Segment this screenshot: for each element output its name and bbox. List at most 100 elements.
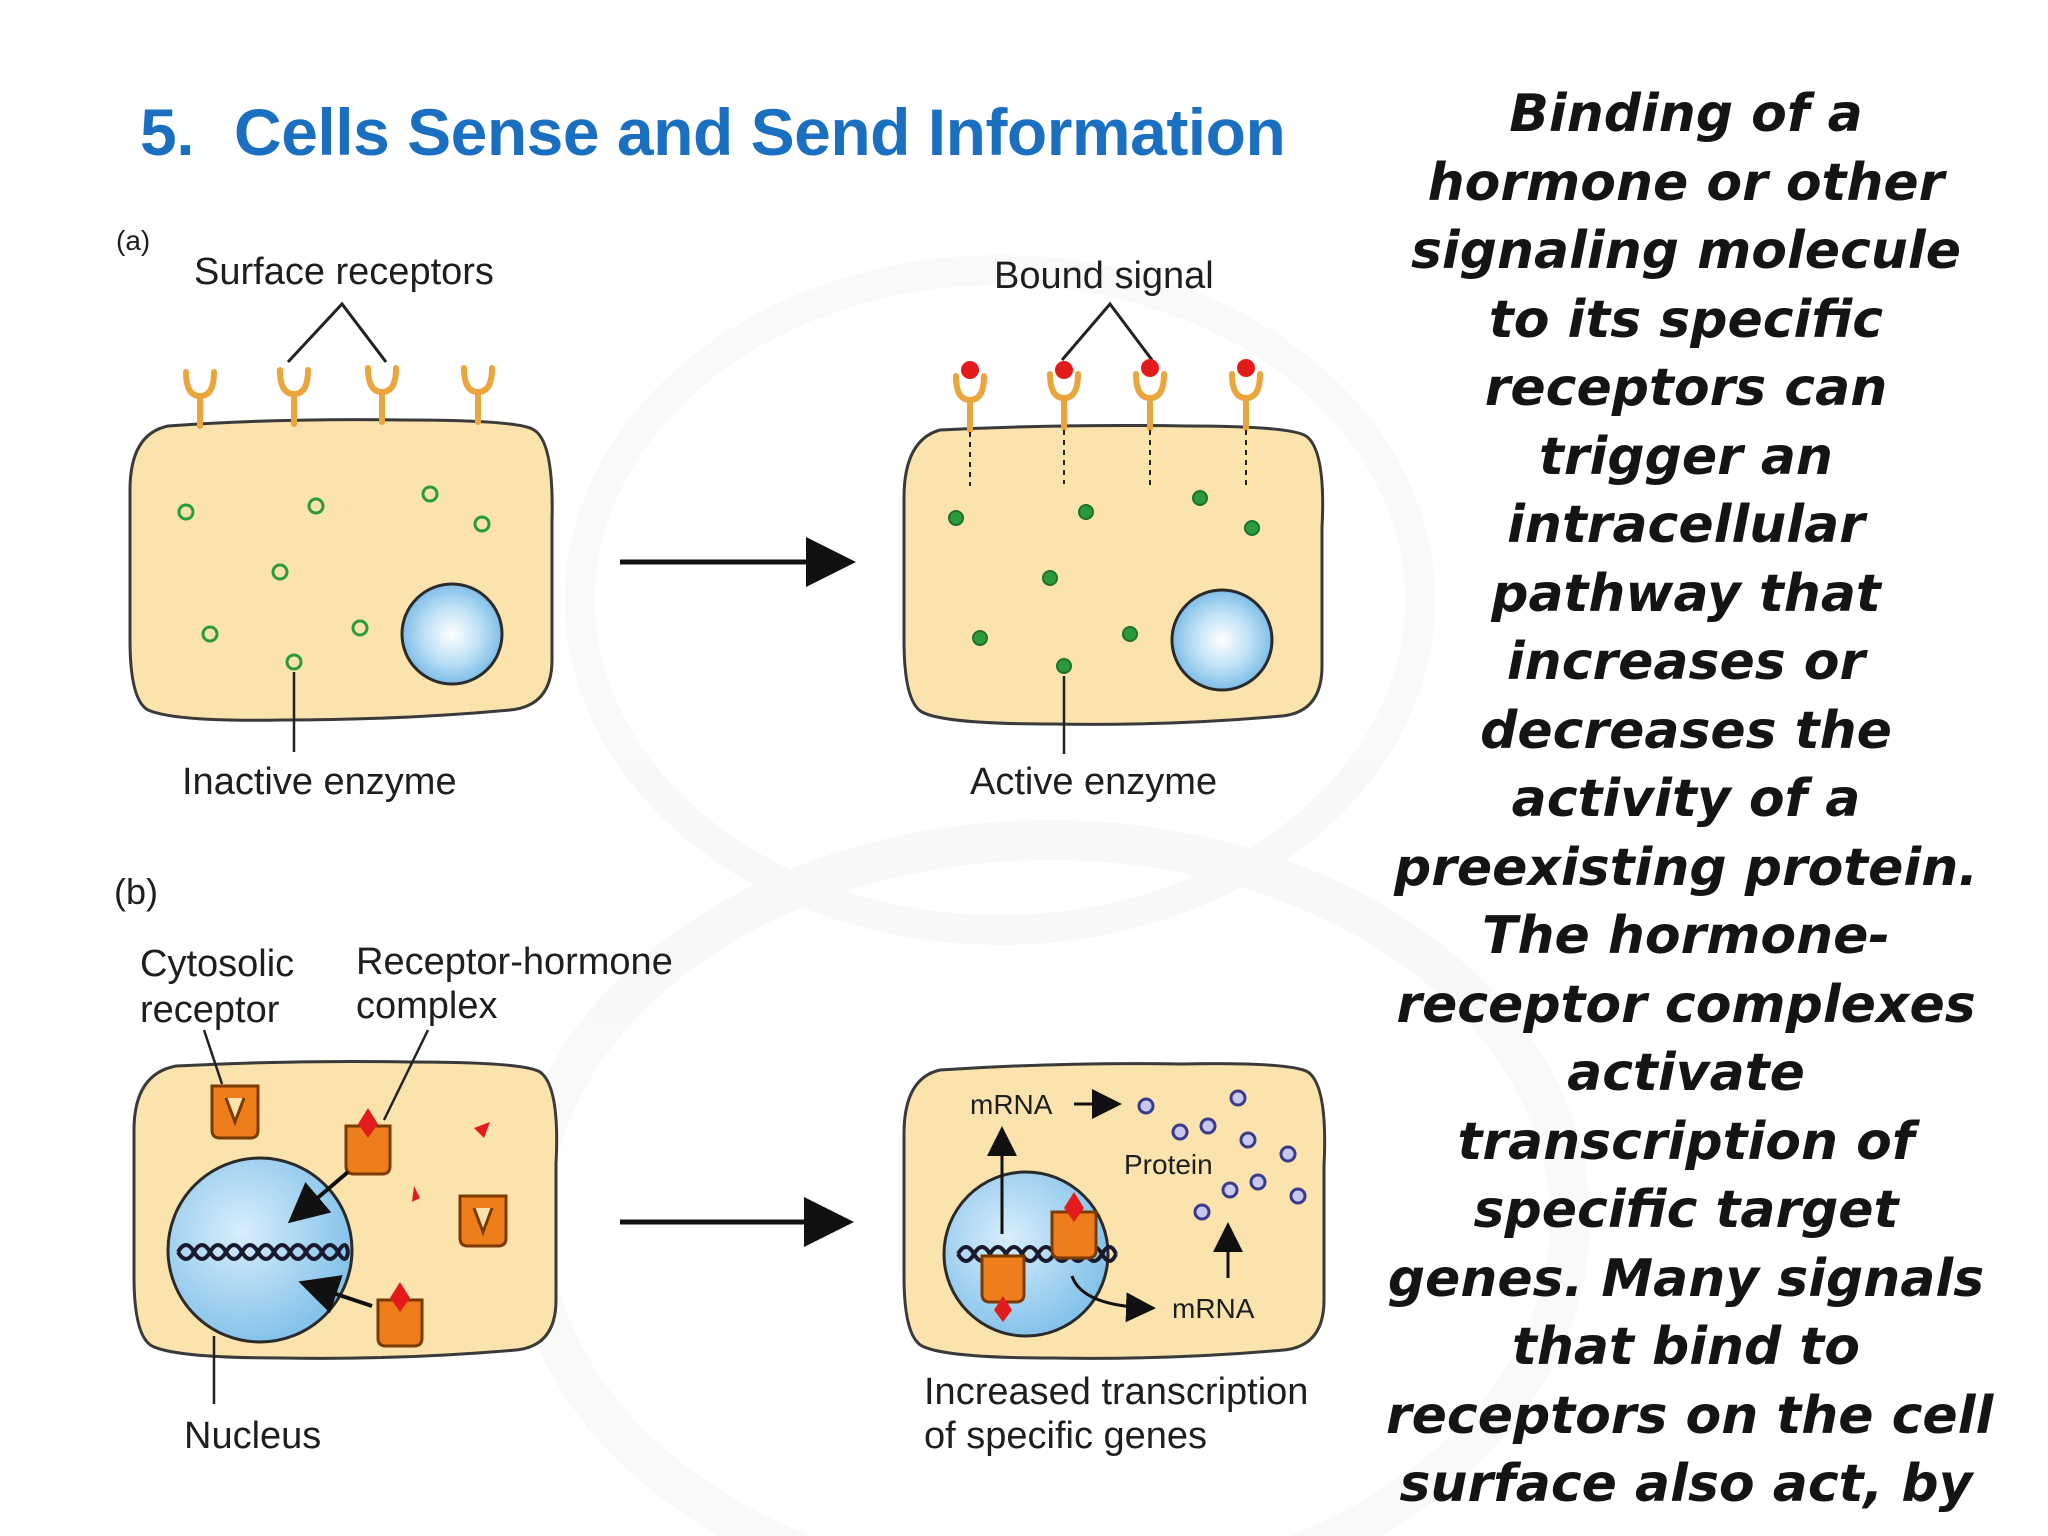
side-text-line: genes. Many signals [1387, 1248, 1985, 1309]
cytosolic-receptor-label: Cytosolic receptor [140, 943, 305, 1031]
protein [1239, 1131, 1257, 1149]
side-text-line: that bind to [1512, 1317, 1860, 1377]
signal-molecule [961, 361, 979, 379]
protein [1137, 1097, 1155, 1115]
cell-inactive [128, 418, 554, 722]
receptor-hormone-complex-label: Receptor-hormone complex [356, 941, 683, 1027]
active-enzyme [1122, 626, 1138, 642]
protein [1279, 1145, 1297, 1163]
receptor-hormone-line1: Receptor-hormone [356, 941, 673, 983]
cell-active [902, 424, 1325, 726]
hormone [1064, 1192, 1084, 1222]
protein-group [1137, 1089, 1307, 1221]
surface-receptor [461, 365, 495, 425]
protein [1249, 1173, 1267, 1191]
dna-helix [176, 1243, 350, 1261]
side-text-line: decreases the [1480, 700, 1892, 761]
bound-complex-on-dna [1050, 1192, 1098, 1260]
side-text-line: pathway that [1491, 563, 1881, 624]
panel-a-letter: (a) [116, 225, 150, 256]
inactive-enzyme [351, 619, 369, 637]
side-text-line: activity of a [1511, 769, 1861, 829]
active-enzyme [1078, 504, 1094, 520]
side-text-line: Binding of a [1509, 84, 1863, 144]
signal-molecule [1237, 359, 1255, 377]
signal-molecule [1141, 359, 1159, 377]
active-enzyme-group [948, 490, 1260, 674]
hormone [474, 1122, 490, 1138]
side-text-line: receptors can [1484, 358, 1888, 418]
side-text-line: signaling molecule [1410, 221, 1962, 281]
increased-transcription-label: Increased transcription of specific gene… [924, 1371, 1319, 1457]
bound-signal-connector [1060, 301, 1154, 361]
hormone [412, 1186, 420, 1202]
bound-complex-on-dna [980, 1254, 1026, 1322]
transcription-arrow [1070, 1275, 1156, 1323]
side-text-line: preexisting protein. [1393, 837, 1979, 898]
inactive-enzyme [285, 653, 303, 671]
inactive-enzyme-group [177, 485, 491, 671]
panel-b-letter: (b) [114, 871, 158, 912]
surface-receptor [365, 365, 399, 425]
active-enzyme [1042, 570, 1058, 586]
hormone [390, 1282, 410, 1312]
inactive-enzyme [201, 625, 219, 643]
side-text-line: specific target [1473, 1180, 1899, 1240]
nucleus-inactive-cell [400, 582, 504, 686]
bound-receptor [1047, 361, 1081, 484]
active-enzyme [1056, 658, 1072, 674]
inactive-enzyme [271, 563, 289, 581]
complex-enter-arrow-2 [298, 1275, 373, 1314]
inactive-enzyme [473, 515, 491, 533]
inactive-enzyme [307, 497, 325, 515]
bound-receptor [1229, 359, 1263, 488]
cytosolic-receptor-line1: Cytosolic [140, 943, 294, 985]
slide-title: 5. Cells Sense and Send Information [140, 94, 1380, 170]
cytosolic-receptor-shape [210, 1084, 260, 1140]
dna-helix-active-strand [956, 1245, 1118, 1263]
side-text-line: transcription of [1457, 1111, 1915, 1172]
inactive-enzyme-label: Inactive enzyme [182, 761, 457, 803]
active-enzyme [1244, 520, 1260, 536]
cytosolic-receptor-pointer [202, 1029, 224, 1085]
nucleus-label: Nucleus [184, 1415, 321, 1457]
slide-number: 5. [140, 95, 195, 169]
slide-title-text: Cells Sense and Send Information [234, 95, 1286, 169]
inactive-enzyme [421, 485, 439, 503]
cytosolic-receptor-shape [458, 1194, 508, 1248]
receptor-hormone-complex [344, 1108, 392, 1176]
active-enzyme-label: Active enzyme [970, 761, 1217, 803]
hormone [358, 1108, 378, 1138]
surface-receptors-connector [286, 301, 388, 364]
complex-pointer [382, 1029, 430, 1121]
active-enzyme [1192, 490, 1208, 506]
side-text-line: surface also act, by [1399, 1454, 1973, 1514]
side-text-line: The hormone- [1481, 906, 1891, 966]
nucleus-active-cell [1170, 588, 1274, 692]
surface-receptor [183, 369, 217, 429]
protein [1221, 1181, 1239, 1199]
side-text-line: increases or [1506, 632, 1866, 692]
increased-transcription-line2: of specific genes [924, 1415, 1207, 1457]
side-description: Binding of a hormone or other signaling mo… [1386, 80, 1993, 1519]
side-text-line: receptor complexes [1396, 974, 1976, 1035]
mrna-top-label: mRNA [970, 1089, 1053, 1120]
side-text-line: to its specific [1488, 289, 1884, 350]
active-enzyme [972, 630, 988, 646]
protein-label: Protein [1124, 1149, 1213, 1180]
side-text-line: hormone or other [1427, 152, 1945, 213]
inactive-enzyme [177, 503, 195, 521]
bound-receptor-group [953, 359, 1263, 490]
mrna-bottom-label: mRNA [1172, 1293, 1255, 1324]
surface-receptor [277, 367, 311, 427]
surface-receptor-group [183, 365, 495, 429]
protein [1229, 1089, 1247, 1107]
complex-enter-arrow [287, 1170, 350, 1224]
surface-receptors-label: Surface receptors [194, 251, 494, 293]
side-text-line: activate [1567, 1043, 1805, 1103]
dna-helix-strand [176, 1243, 350, 1261]
protein [1193, 1203, 1211, 1221]
side-text-line: trigger an [1539, 426, 1833, 487]
receptor-hormone-complex [376, 1282, 424, 1348]
hormone [994, 1296, 1012, 1322]
